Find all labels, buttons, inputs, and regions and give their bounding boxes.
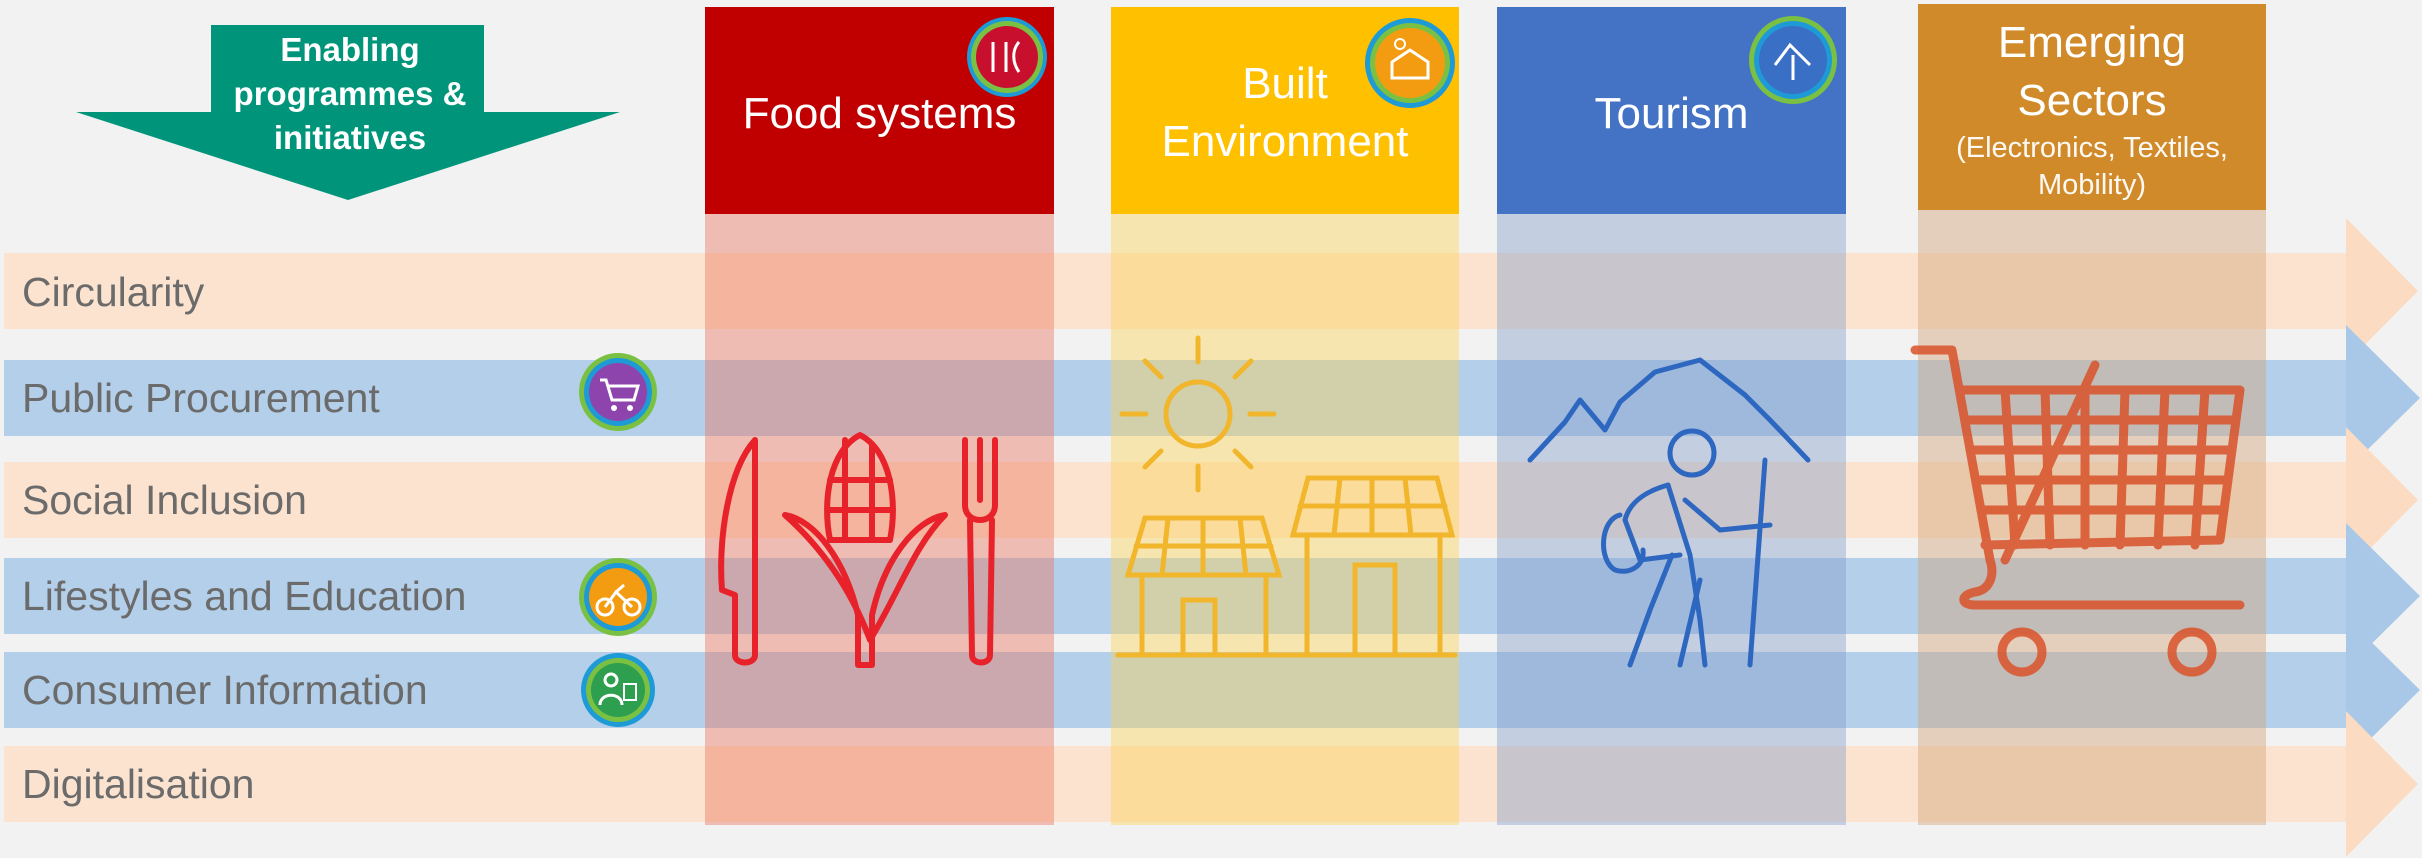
enabling-label: Enabling programmes & initiatives xyxy=(210,28,490,160)
hiker-icon xyxy=(1749,16,1837,104)
row-label-digitalisation: Digitalisation xyxy=(22,761,255,807)
hiker-mountain-icon xyxy=(1527,357,1811,668)
row-label-circularity: Circularity xyxy=(22,269,205,315)
house-solar-icon xyxy=(1365,18,1455,108)
sector-title-food-systems: Food systems xyxy=(705,85,1054,143)
enabling-arrow xyxy=(76,25,620,200)
band-consumer-information xyxy=(4,617,2420,763)
sector-title-tourism: Tourism xyxy=(1497,85,1846,143)
cutlery-corn-icon xyxy=(718,432,998,668)
sector-title-line: Emerging xyxy=(1997,18,2187,67)
person-info-icon xyxy=(581,653,655,727)
sector-title-line: Environment xyxy=(1161,117,1409,166)
band-circularity xyxy=(4,218,2418,364)
sun-houses-icon xyxy=(1115,335,1458,658)
shopping-cart-icon xyxy=(579,353,657,431)
sector-title-line: Sectors xyxy=(2017,76,2167,125)
sector-subtitle-line: Mobility) xyxy=(2038,169,2146,201)
column-food-systems xyxy=(705,213,1054,825)
row-label-public-procurement: Public Procurement xyxy=(22,375,380,421)
column-emerging-sectors xyxy=(1918,208,2266,825)
header-emerging-sectors xyxy=(1918,4,2266,210)
sector-subtitle-emerging-sectors: (Electronics, Textiles, Mobility) xyxy=(1918,130,2266,204)
band-digitalisation xyxy=(4,711,2418,857)
band-social-inclusion xyxy=(4,427,2418,573)
shopping-cart-illustration xyxy=(1910,345,2245,677)
sector-subtitle-line: (Electronics, Textiles, xyxy=(1956,132,2228,164)
row-label-social-inclusion: Social Inclusion xyxy=(22,477,307,523)
sector-title-line: Built xyxy=(1242,59,1328,108)
cyclist-icon xyxy=(579,558,657,636)
column-tourism xyxy=(1497,213,1846,825)
sector-title-built-environment: Built Environment xyxy=(1111,55,1459,171)
enabling-line: initiatives xyxy=(273,119,427,156)
band-lifestyles-education xyxy=(4,523,2420,669)
food-icon xyxy=(967,17,1047,97)
enabling-line: programmes & xyxy=(233,75,467,112)
sector-title-line: Food systems xyxy=(742,89,1017,138)
sector-title-line: Tourism xyxy=(1594,89,1749,138)
sector-title-emerging-sectors: Emerging Sectors xyxy=(1918,14,2266,130)
row-label-lifestyles-education: Lifestyles and Education xyxy=(22,573,467,619)
row-label-consumer-information: Consumer Information xyxy=(22,667,428,713)
enabling-line: Enabling xyxy=(280,31,420,68)
